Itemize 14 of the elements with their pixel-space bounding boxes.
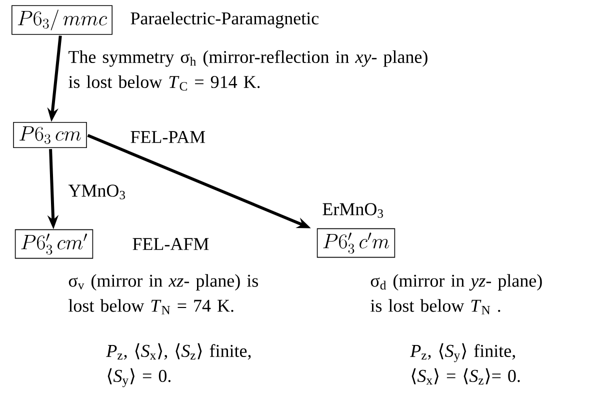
phase-label: FEL-PAM — [130, 131, 206, 143]
phase-label: ErMnO$_{3}$ — [322, 203, 383, 218]
note-text: P$_{z}$, ⟨S$_{x}$⟩, ⟨S$_{z}$⟩ finite, ⟨S$_{y}$⟩ = 0. — [106, 343, 251, 388]
phase-box: $P6_{3}'\,c'm$ — [316, 228, 396, 258]
edge-label: The symmetry σ$_{h}$ (mirror-reflection in xy- plane) is lost below T$_{C}$ = 914 K. — [68, 50, 428, 91]
phase-box: $P6_{3}/\,mmc$ — [12, 5, 112, 35]
phase-label: FEL-AFM — [132, 238, 209, 250]
phase-label: Paraelectric-Paramagnetic — [130, 12, 319, 28]
phase-box: $P6_{3}\,cm$ — [13, 122, 87, 148]
phase-box: $P6_{3}'\,cm'$ — [14, 229, 94, 259]
note-text: P$_{z}$, ⟨S$_{y}$⟩ finite, ⟨S$_{x}$⟩ = ⟨S$_{z}$⟩= 0. — [410, 343, 520, 384]
edge-label: YMnO$_{3}$ — [68, 184, 125, 200]
note-text: σ$_{v}$ (mirror in xz- plane) is lost below T$_{N}$ = 74 K. — [68, 274, 258, 314]
note-text: σ$_{d}$ (mirror in yz- plane) is lost below T$_{N}$ . — [370, 274, 542, 314]
